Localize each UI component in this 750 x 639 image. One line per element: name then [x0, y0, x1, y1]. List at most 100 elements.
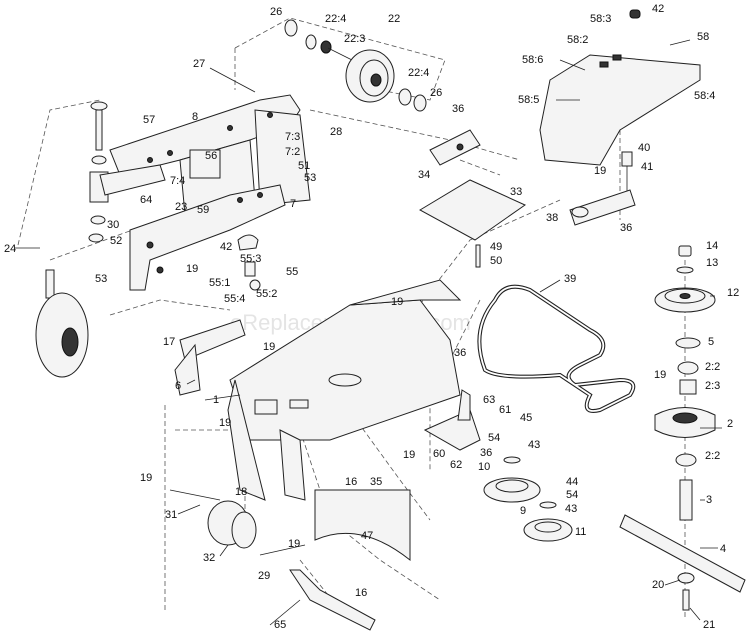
callout-7-4: 7:4: [170, 175, 185, 187]
callout-8: 8: [192, 111, 198, 123]
callout-19: 19: [403, 449, 415, 461]
callout-60: 60: [433, 448, 445, 460]
callout-26: 26: [270, 6, 282, 18]
shaft-3: [679, 479, 693, 521]
bearing-22-4-top: [305, 34, 317, 50]
callout-9: 9: [520, 505, 526, 517]
callout-36: 36: [620, 222, 632, 234]
spacer-5: [675, 337, 701, 349]
mount-plate-7: [129, 184, 286, 291]
callout-36: 36: [452, 103, 464, 115]
callout-55-2: 55:2: [256, 288, 277, 300]
callout-2-3: 2:3: [705, 380, 720, 392]
callout-31: 31: [165, 509, 177, 521]
lower-components: [169, 489, 411, 631]
callout-16: 16: [345, 476, 357, 488]
callout-19: 19: [186, 263, 198, 275]
callout-58-2: 58:2: [567, 34, 588, 46]
callout-43: 43: [528, 439, 540, 451]
callout-16: 16: [355, 587, 367, 599]
bumper-63: [457, 389, 471, 421]
callout-28: 28: [330, 126, 342, 138]
callout-58-3: 58:3: [590, 13, 611, 25]
bracket-62: [423, 409, 481, 451]
skid-65: [289, 569, 376, 631]
callout-14: 14: [706, 240, 718, 252]
callout-58: 58: [697, 31, 709, 43]
nut-14: [678, 245, 692, 257]
bracket-6: [179, 319, 246, 361]
callout-3: 3: [706, 494, 712, 506]
callout-2: 2: [727, 418, 733, 430]
callout-45: 45: [520, 412, 532, 424]
callout-39: 39: [564, 273, 576, 285]
bolt-21: [682, 589, 690, 611]
callout-19: 19: [288, 538, 300, 550]
callout-23: 23: [175, 201, 187, 213]
pin-55: [244, 261, 256, 277]
callout-22-4: 22:4: [408, 67, 429, 79]
callout-22-4: 22:4: [325, 13, 346, 25]
callout-52: 52: [110, 235, 122, 247]
bracket-56: [189, 149, 221, 179]
caster-spindle: [45, 269, 55, 299]
callout-19: 19: [391, 296, 403, 308]
washer-20: [677, 572, 695, 584]
callout-11: 11: [575, 526, 586, 538]
callout-labels: 26 22:4 22 22:3 22:4 26 27 57 8 28 7:3 7…: [4, 3, 739, 631]
callout-17: 17: [163, 336, 175, 348]
callout-24: 24: [4, 243, 16, 255]
plate-33: [418, 179, 527, 241]
idler-arm-38: [569, 151, 636, 226]
baffle-47: [314, 489, 411, 562]
clip-42: [237, 234, 259, 251]
callout-57: 57: [143, 114, 155, 126]
callout-41: 41: [641, 161, 653, 173]
callout-32: 32: [203, 552, 215, 564]
callout-6: 6: [175, 380, 181, 392]
callout-22: 22: [388, 13, 400, 25]
blade-4: [619, 514, 746, 593]
callout-36: 36: [480, 447, 492, 459]
callout-20: 20: [652, 579, 664, 591]
belt-cover-58: [539, 9, 701, 166]
callout-1: 1: [213, 394, 219, 406]
callout-47: 47: [361, 530, 373, 542]
spacer-26-bottom: [413, 94, 427, 112]
callout-54: 54: [566, 489, 578, 501]
bracket-34: [429, 129, 481, 166]
callout-7: 7: [290, 198, 296, 210]
callout-2-2: 2:2: [705, 361, 720, 373]
belt-39: [477, 284, 636, 413]
bearing-cap: [320, 40, 332, 54]
callout-33: 33: [510, 186, 522, 198]
callout-50: 50: [490, 255, 502, 267]
callout-13: 13: [706, 257, 718, 269]
callout-54: 54: [488, 432, 500, 444]
callout-36: 36: [454, 347, 466, 359]
spring-40: [621, 151, 633, 167]
bearing-2-2-top: [677, 361, 699, 375]
callout-35: 35: [370, 476, 382, 488]
callout-40: 40: [638, 142, 650, 154]
callout-29: 29: [258, 570, 270, 582]
callout-58-6: 58:6: [522, 54, 543, 66]
callout-55: 55: [286, 266, 298, 278]
spacer-26-top: [284, 19, 298, 37]
callout-62: 62: [450, 459, 462, 471]
idler-pulleys: [423, 389, 573, 542]
callout-56: 56: [205, 150, 217, 162]
callout-63: 63: [483, 394, 495, 406]
deck-cover: [418, 129, 527, 268]
callout-53: 53: [95, 273, 107, 285]
callout-19: 19: [263, 341, 275, 353]
callout-55-1: 55:1: [209, 277, 230, 289]
callout-55-4: 55:4: [224, 293, 245, 305]
callout-59: 59: [197, 204, 209, 216]
callout-10: 10: [478, 461, 490, 473]
callout-5: 5: [708, 336, 714, 348]
spindle-stack: [619, 245, 746, 611]
callout-61: 61: [499, 404, 511, 416]
callout-26: 26: [430, 87, 442, 99]
